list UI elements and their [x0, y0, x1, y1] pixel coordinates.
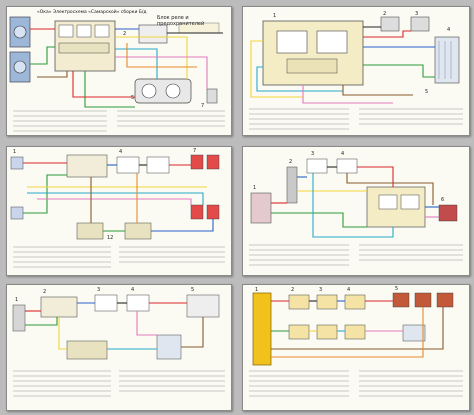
wiring-schematic-1 [9, 16, 225, 132]
panel-3-number: 4 [119, 149, 123, 155]
panel-6-number: 4 [347, 287, 351, 293]
panel-6-number: 2 [291, 287, 295, 293]
panel-1-caption: «Ока» Электросхема «Самарской» сборки Б/… [37, 10, 147, 15]
panel-2-number: 5 [425, 89, 429, 95]
wiring-schematic-5 [12, 294, 225, 397]
wiring-schematic-4 [249, 158, 463, 266]
wiring-schematic-3 [10, 154, 225, 268]
panel-5-number: 2 [43, 289, 47, 295]
panel-4-number: 2 [289, 159, 293, 165]
panel-2-number: 4 [447, 27, 451, 33]
panel-1-badge: Блок реле и предохранителей [157, 15, 205, 27]
panel-1-number: 7 [201, 103, 205, 109]
panel-2-number: 2 [383, 11, 387, 17]
panel-6-number: 1 [255, 287, 259, 293]
wiring-schematic-6 [249, 292, 463, 397]
panel-6-number: 3 [319, 287, 323, 293]
panel-2-number: 1 [273, 13, 277, 19]
wiring-schematic-2 [249, 16, 463, 130]
panel-5-number: 4 [131, 287, 135, 293]
panel-5-number: 1 [15, 297, 19, 303]
panel-4-number: 6 [441, 197, 445, 203]
diagram-panel-1: «Ока» Электросхема «Самарской» сборки Б/… [6, 6, 232, 136]
diagram-panel-5: 1 2 3 4 5 [6, 284, 232, 411]
panel-3-number: 7 [193, 148, 197, 154]
diagram-panel-6: 1 2 3 4 5 [242, 284, 470, 411]
diagram-panel-2: 1 2 3 4 5 [242, 6, 470, 136]
panel-2-number: 3 [415, 11, 419, 17]
diagram-panel-4: 1 2 3 4 6 [242, 146, 470, 276]
panel-1-number: 5 [131, 95, 135, 101]
panel-4-number: 3 [311, 151, 315, 157]
panel-4-number: 1 [253, 185, 257, 191]
panel-5-number: 3 [97, 287, 101, 293]
diagram-panel-3: 1 4 7 12 [6, 146, 232, 276]
panel-3-number: 12 [107, 235, 114, 241]
panel-4-number: 4 [341, 151, 345, 157]
panel-5-number: 5 [191, 287, 195, 293]
panel-3-number: 1 [13, 149, 17, 155]
panel-6-number: 5 [395, 286, 399, 292]
panel-1-number: 2 [123, 31, 127, 37]
